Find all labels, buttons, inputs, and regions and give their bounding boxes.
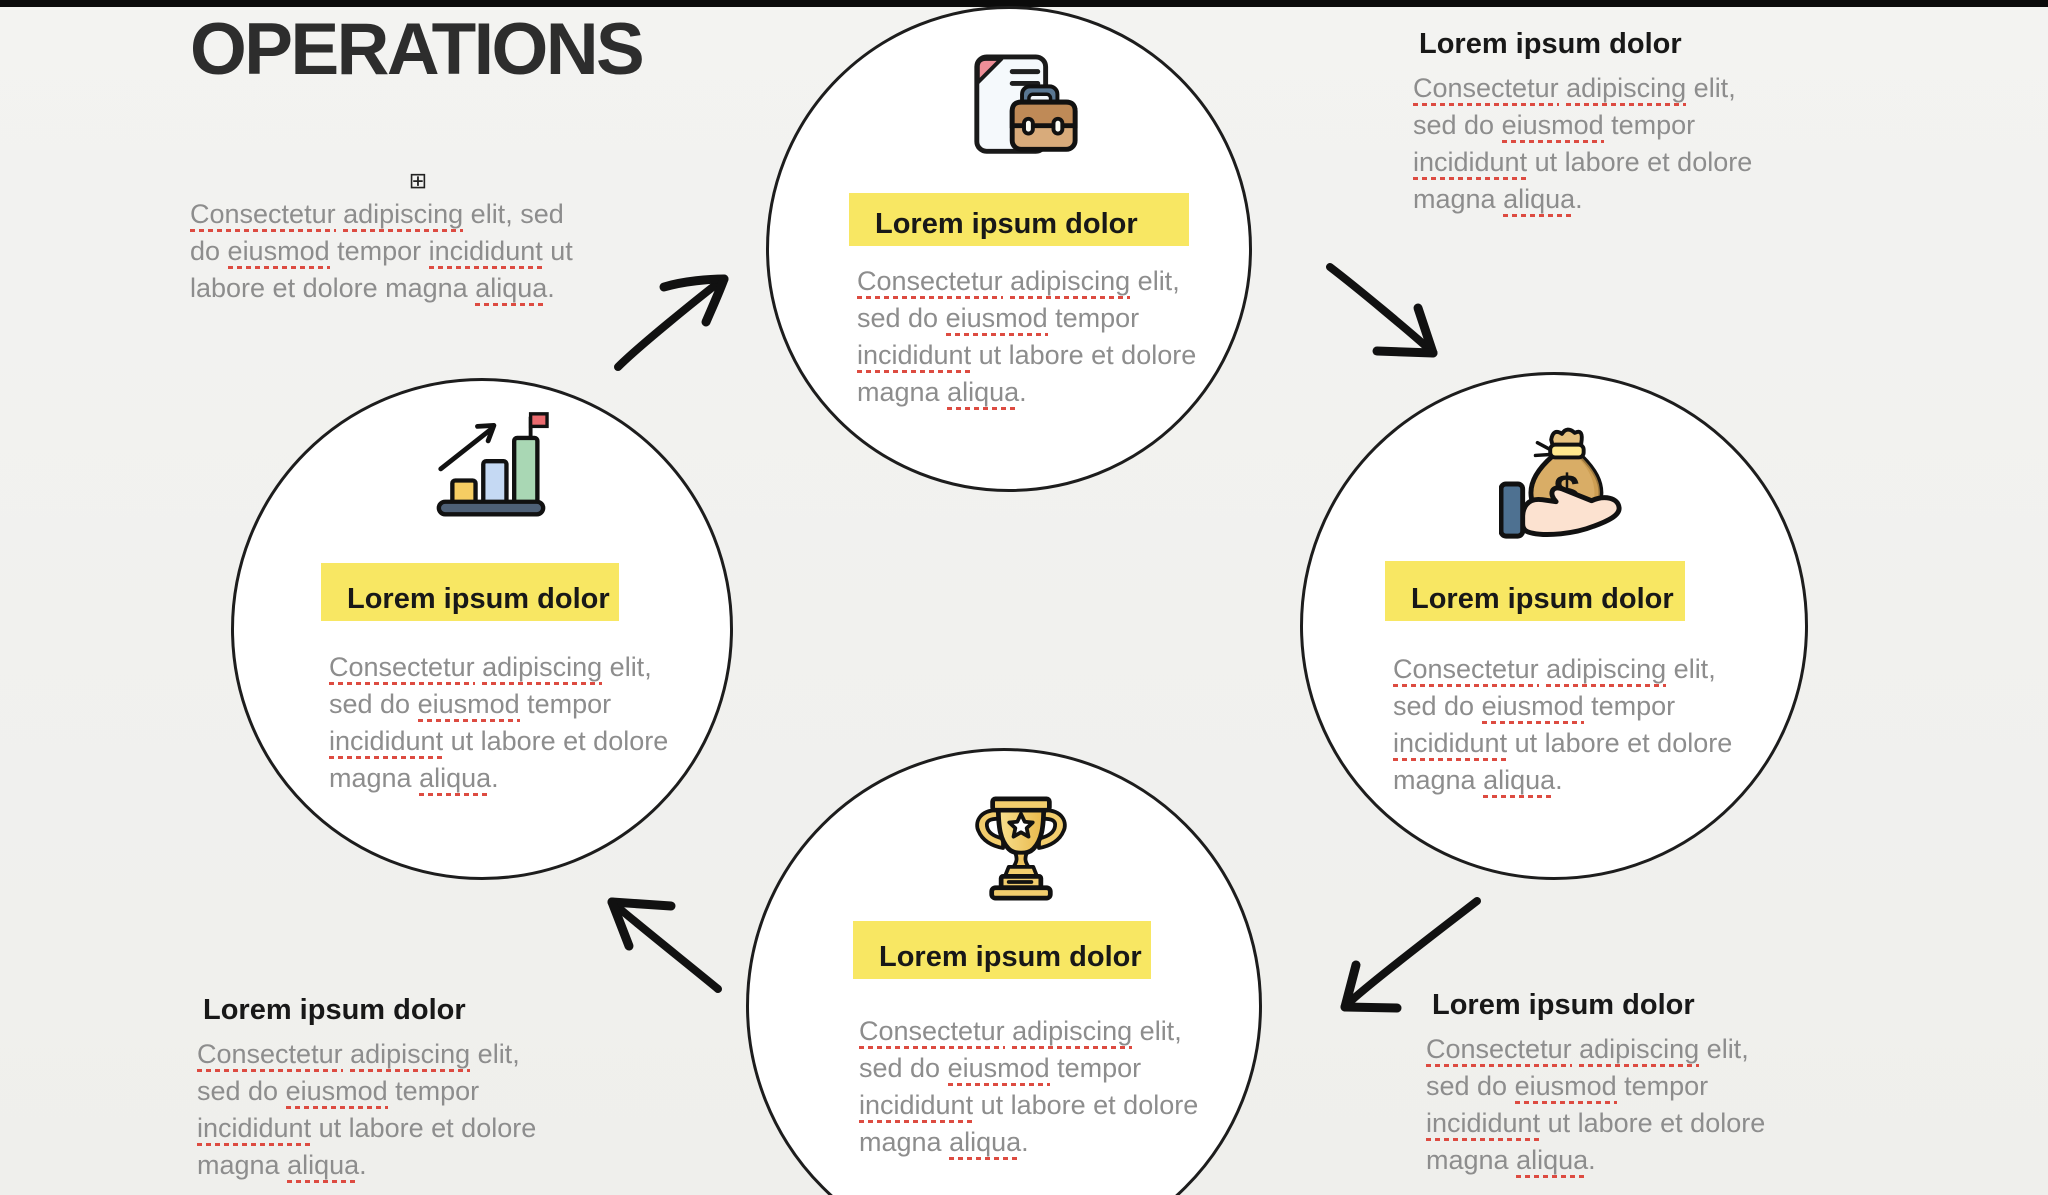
note-bottom-right[interactable]: Lorem ipsum dolor Consectetur adipiscing…	[1426, 989, 1765, 1179]
node-title-highlight: Lorem ipsum dolor	[1385, 561, 1685, 621]
node-body: Consectetur adipiscing elit,sed do eiusm…	[857, 263, 1196, 411]
node-title: Lorem ipsum dolor	[347, 583, 610, 615]
bar-chart-flag-icon	[433, 409, 549, 528]
cycle-node-documents[interactable]: Lorem ipsum dolor Consectetur adipiscing…	[766, 6, 1252, 492]
node-title: Lorem ipsum dolor	[875, 208, 1138, 240]
arrow-bottom-to-left[interactable]	[607, 897, 722, 993]
note-bottom-left[interactable]: Lorem ipsum dolor Consectetur adipiscing…	[197, 994, 536, 1184]
node-title-highlight: Lorem ipsum dolor	[853, 921, 1151, 979]
cycle-node-funding[interactable]: $ Lorem ipsum dolor Consectetur adipisci…	[1300, 372, 1808, 880]
note-top-right[interactable]: Lorem ipsum dolor Consectetur adipiscing…	[1413, 28, 1752, 218]
note-title: Lorem ipsum dolor	[1419, 28, 1682, 60]
note-body: Consectetur adipiscing elit,sed do eiusm…	[197, 1036, 536, 1184]
arrow-left-to-top[interactable]	[614, 274, 729, 371]
node-body: Consectetur adipiscing elit,sed do eiusm…	[1393, 651, 1732, 799]
object-anchor-icon[interactable]: ⊞	[408, 168, 428, 193]
node-title-highlight: Lorem ipsum dolor	[849, 193, 1189, 246]
node-title: Lorem ipsum dolor	[1411, 583, 1674, 615]
cycle-node-growth[interactable]: Lorem ipsum dolor Consectetur adipiscing…	[231, 378, 733, 880]
arrow-right-to-bottom[interactable]	[1340, 897, 1481, 1013]
cycle-node-achievement[interactable]: Lorem ipsum dolor Consectetur adipiscing…	[746, 748, 1262, 1195]
node-body: Consectetur adipiscing elit,sed do eiusm…	[329, 649, 668, 797]
arrow-top-to-right[interactable]	[1326, 263, 1438, 358]
page-title[interactable]: OPERATIONS	[190, 9, 645, 90]
window-top-edge	[0, 0, 2048, 7]
node-title: Lorem ipsum dolor	[879, 941, 1142, 973]
note-title: Lorem ipsum dolor	[203, 994, 466, 1026]
note-title: Lorem ipsum dolor	[1432, 989, 1695, 1021]
node-body: Consectetur adipiscing elit,sed do eiusm…	[859, 1013, 1198, 1161]
trophy-icon	[969, 795, 1073, 906]
money-bag-hand-icon: $	[1498, 423, 1627, 548]
node-title-highlight: Lorem ipsum dolor	[321, 563, 619, 621]
note-body: Consectetur adipiscing elit,sed do eiusm…	[1413, 70, 1752, 218]
note-body: Consectetur adipiscing elit,sed do eiusm…	[1426, 1031, 1765, 1179]
document-briefcase-icon	[965, 51, 1083, 172]
